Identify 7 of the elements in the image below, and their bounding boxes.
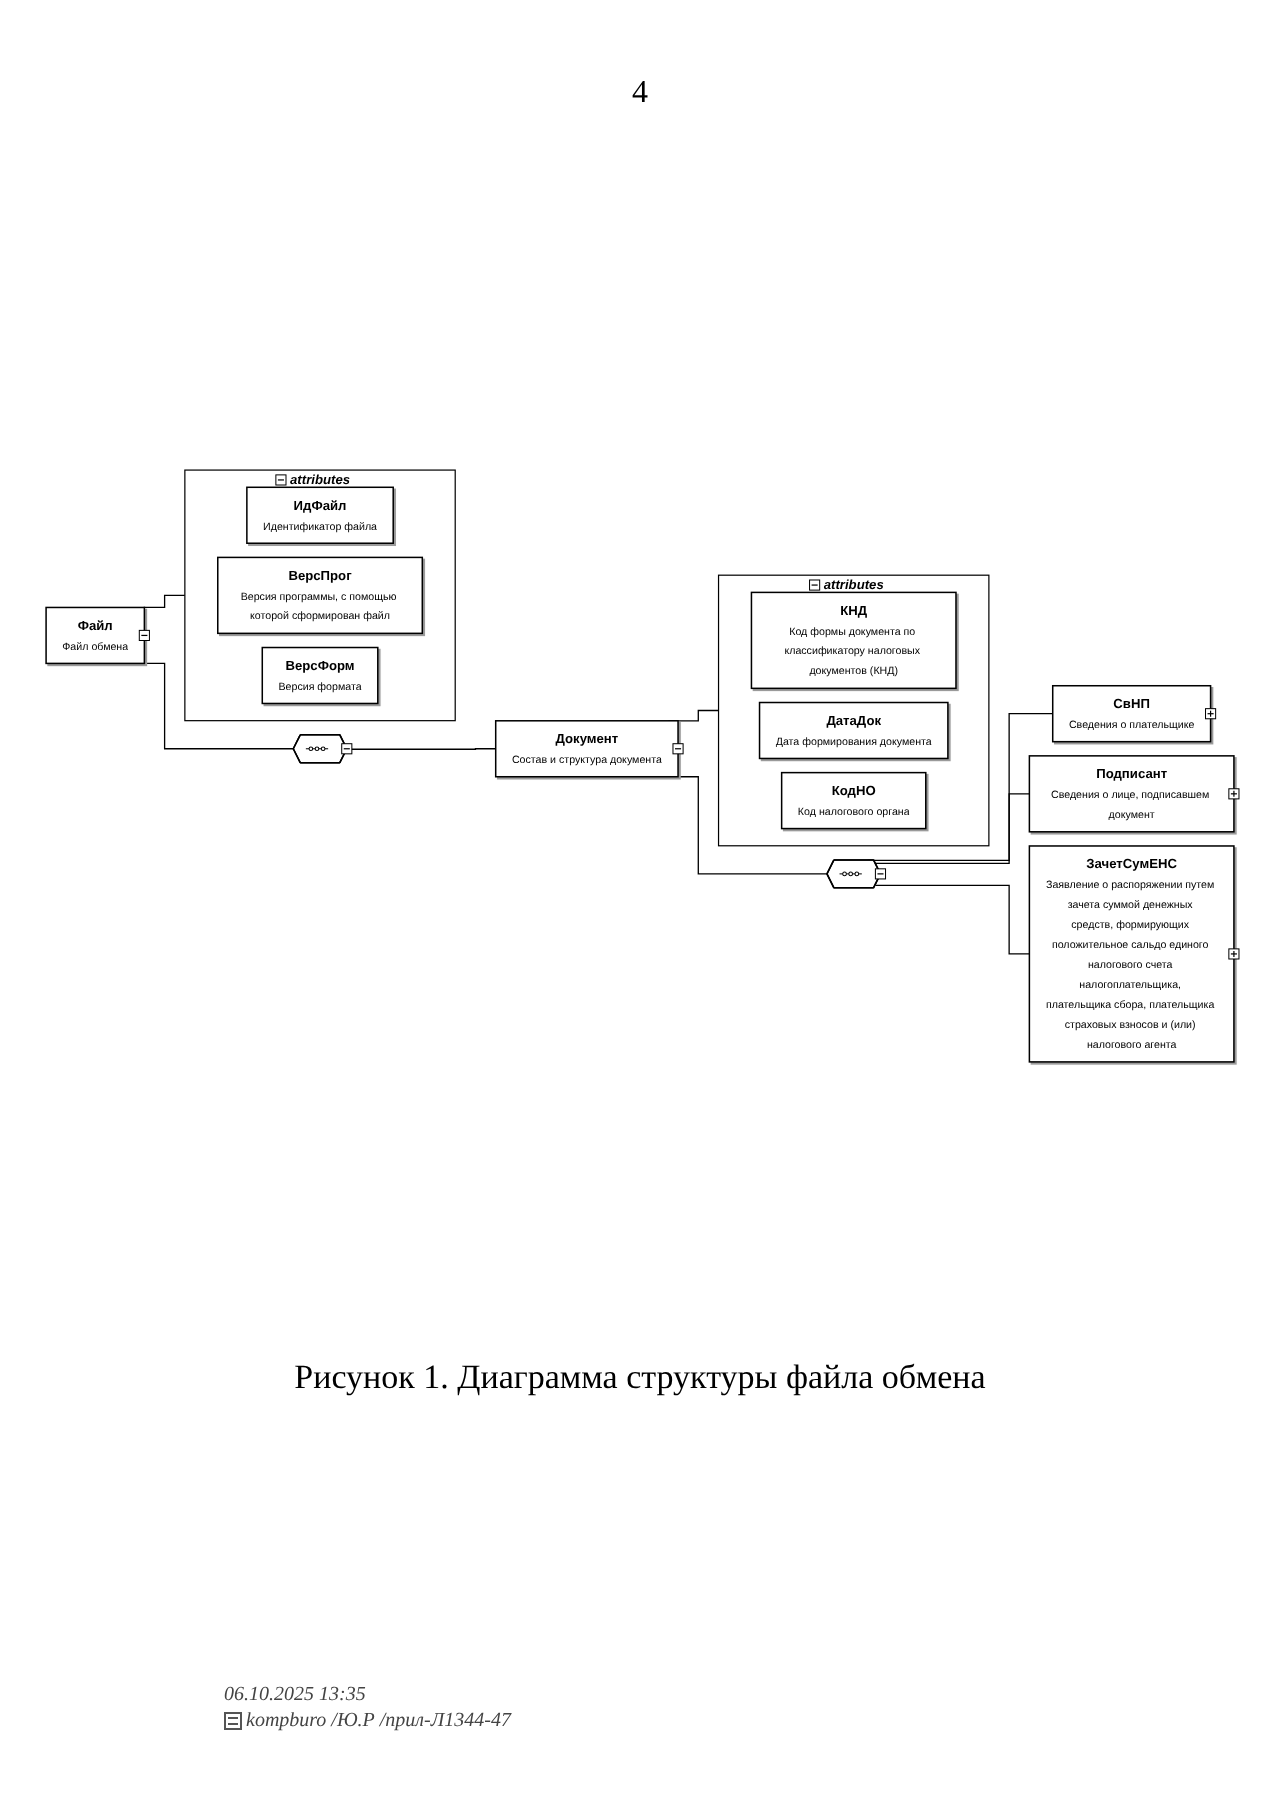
page-number: 4 [630,76,650,112]
connector [874,792,1031,864]
connector [874,883,1031,954]
connector [143,593,186,608]
figure-caption: Рисунок 1. Диаграмма структуры файла обмена [292,1358,988,1398]
footer-text: kompburo /Ю.Р /прил-Л1344-47 [246,1710,511,1732]
footer-date: 06.10.2025 13:35 [224,1684,366,1706]
